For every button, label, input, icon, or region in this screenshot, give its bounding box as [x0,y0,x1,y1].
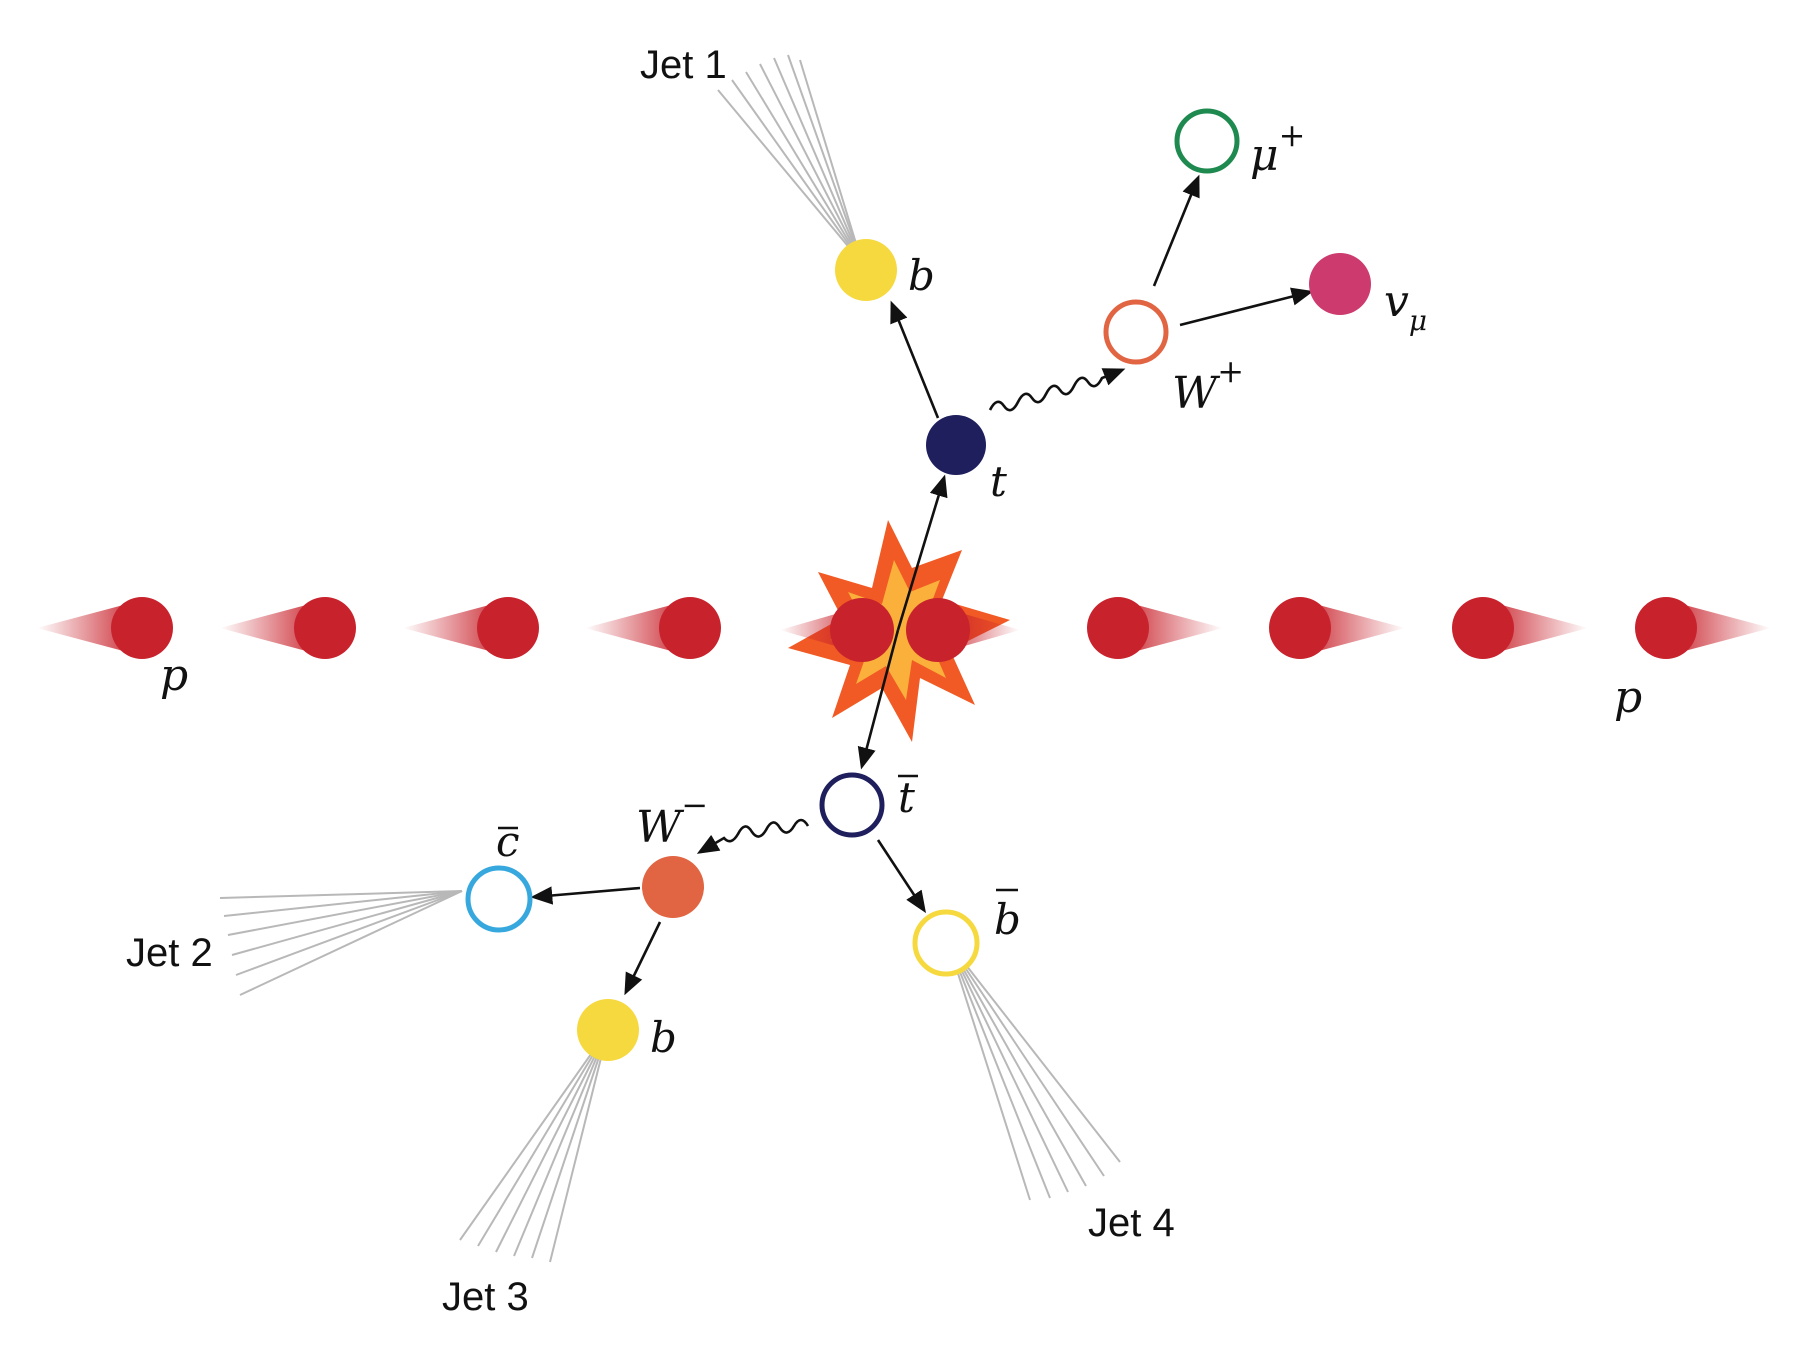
collision-explosion-icon [780,520,1020,742]
proton-icon [1087,597,1223,659]
tbar-label: t [898,773,915,822]
anti-charm-particle [465,865,533,933]
b-quark-bottom-particle [577,999,639,1061]
b-top-label: b [908,251,935,300]
bbar-label: b [994,895,1021,944]
muon-label: μ+ [1250,116,1305,181]
b-bottom-label: b [650,1013,677,1062]
jet-2-label: Jet 2 [126,931,213,975]
jet-3-label: Jet 3 [442,1275,529,1319]
proton-icon [1269,597,1405,659]
wavy-tbar-to-wminus [696,818,810,854]
proton-right-label: p [1614,672,1642,723]
jet-1-lines [717,54,863,264]
arrow-t-to-b [890,300,940,419]
proton-icon [37,597,173,659]
decay-arrows [530,174,1314,996]
proton-icon [1452,597,1588,659]
arrow-to-tbar [857,629,900,770]
anti-b-quark-particle [912,909,980,977]
cbar-label: c [496,817,520,866]
proton-beam-right [1087,597,1771,659]
arrow-to-t [896,474,948,631]
top-quark-particle [926,415,986,475]
anti-top-quark-particle [819,772,885,838]
proton-beam-left [37,597,721,659]
jet-3-lines [459,1029,609,1263]
t-label: t [990,457,1007,506]
arrow-tbar-to-bbar [876,839,927,914]
proton-icon [1635,597,1771,659]
w-minus-label: W− [636,786,708,853]
arrow-w-to-neutrino [1179,287,1314,327]
w-plus-particle [1103,299,1169,365]
jet-4-lines [947,941,1121,1201]
wavy-t-to-wplus [988,368,1126,412]
arrow-w-to-cbar [530,886,641,905]
w-plus-label: W+ [1172,352,1244,419]
arrow-w-to-b [624,921,662,996]
w-minus-particle [642,856,704,918]
proton-icon [220,597,356,659]
jet-4-label: Jet 4 [1088,1201,1175,1245]
jet-1-label: Jet 1 [640,43,727,87]
arrow-w-to-muon [1152,174,1200,287]
muon-particle [1174,108,1240,174]
proton-icon [585,597,721,659]
jet-2-lines [219,890,463,996]
b-quark-top-particle [835,239,897,301]
proton-left-label: p [160,650,188,701]
neutrino-particle [1309,253,1371,315]
proton-icon [403,597,539,659]
neutrino-label: vμ [1384,276,1427,337]
